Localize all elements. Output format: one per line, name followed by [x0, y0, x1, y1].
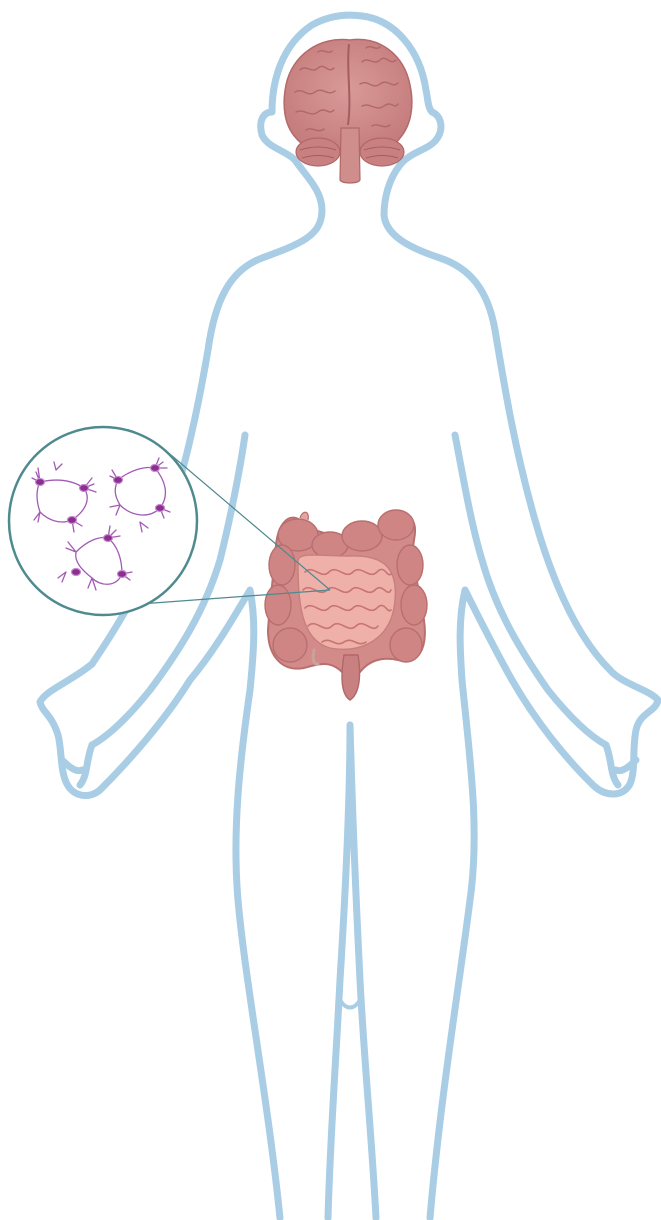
brain-icon [284, 39, 412, 183]
enteric-neuron-network-icon [9, 427, 197, 615]
intestine-icon [265, 510, 427, 700]
